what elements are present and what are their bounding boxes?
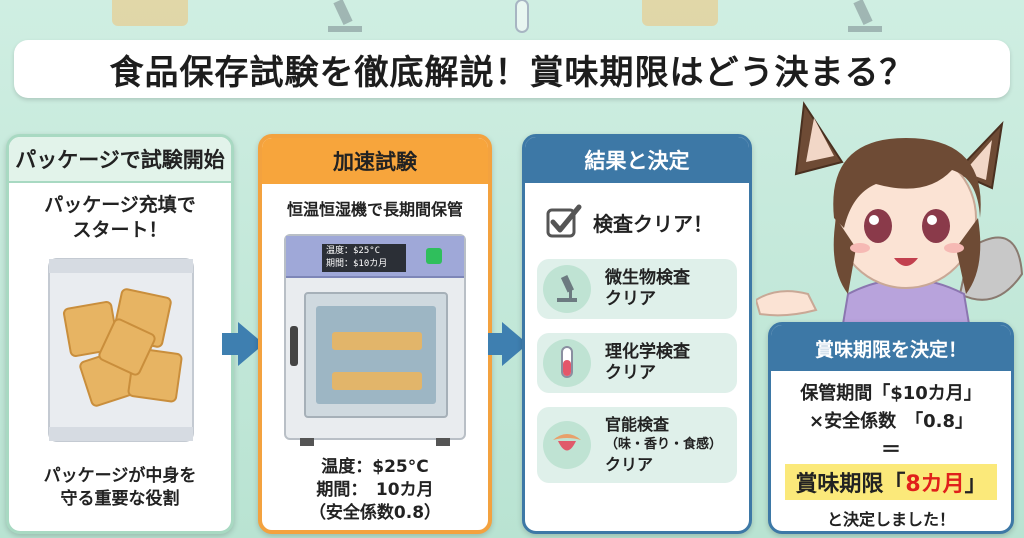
- incubator-display: 温度：$25°C 期間：$10カ月: [322, 244, 406, 272]
- microscope-icon: [543, 265, 591, 313]
- package-foot-line2: 守る重要な役割: [60, 489, 180, 509]
- info-temperature: 温度：$25°C: [321, 457, 429, 477]
- sensory-test-line2: （味・香り・食感）: [605, 437, 723, 452]
- decision-equals: ＝: [881, 437, 901, 461]
- package-panel-header: パッケージで試験開始: [9, 137, 231, 183]
- result-suffix: 」: [964, 472, 987, 497]
- test-tube-icon: [543, 339, 591, 387]
- decision-line2: ×安全係数 「0.8」: [809, 411, 973, 432]
- package-lead-line1: パッケージ充填で: [44, 194, 196, 216]
- chemistry-test-label: 理化学検査 クリア: [605, 342, 690, 384]
- check-label: 検査クリア！: [593, 211, 713, 236]
- package-lead: パッケージ充填で スタート！: [9, 193, 231, 243]
- package-foot: パッケージが中身を 守る重要な役割: [9, 465, 231, 511]
- info-period: 期間： 10カ月: [316, 480, 434, 500]
- result-value: 8カ月: [905, 472, 965, 497]
- microbe-test-item: 微生物検査 クリア: [537, 259, 737, 319]
- decision-result-highlight: 賞味期限「8カ月」: [785, 464, 997, 500]
- sensory-test-line1: 官能検査: [605, 415, 670, 434]
- page-title: 食品保存試験を徹底解説！賞味期限はどう決まる？: [109, 52, 915, 93]
- package-lead-line2: スタート！: [72, 219, 168, 241]
- title-bar: 食品保存試験を徹底解説！賞味期限はどう決まる？: [14, 40, 1010, 98]
- decision-line1: 保管期間「$10カ月」: [800, 383, 982, 404]
- microbe-test-line1: 微生物検査: [605, 268, 690, 288]
- result-panel: 結果と決定 検査クリア！ 微生物検査 クリア 理化学検査 クリア 官能検査: [522, 134, 752, 534]
- checkbox-icon: [546, 204, 582, 238]
- incubator-icon: 温度：$25°C 期間：$10カ月: [284, 234, 466, 446]
- cracker-deco-icon: [112, 0, 188, 26]
- accelerated-test-lead: 恒温恒湿機で長期間保管: [286, 200, 463, 219]
- decision-header: 賞味期限を決定！: [771, 325, 1011, 371]
- result-panel-header: 結果と決定: [525, 137, 749, 183]
- incubator-display-line1: 温度：$25°C: [326, 246, 381, 256]
- decision-panel: 賞味期限を決定！ 保管期間「$10カ月」 ×安全係数 「0.8」 ＝ 賞味期限「…: [768, 322, 1014, 534]
- chemistry-test-line2: クリア: [605, 363, 656, 383]
- package-panel: パッケージで試験開始 パッケージ充填で スタート！ パッケージが中身を 守る重要…: [6, 134, 234, 534]
- accelerated-test-panel: 加速試験 恒温恒湿機で長期間保管 温度：$25°C 期間：$10カ月 温度：$2…: [258, 134, 492, 534]
- test-tube-deco-icon: [515, 0, 529, 33]
- accelerated-test-info: 温度：$25°C 期間： 10カ月 （安全係数0.8）: [262, 456, 488, 525]
- sensory-test-line3: クリア: [605, 455, 654, 474]
- microbe-test-line2: クリア: [605, 289, 656, 309]
- result-prefix: 賞味期限「: [795, 472, 906, 497]
- chemistry-test-item: 理化学検査 クリア: [537, 333, 737, 393]
- incubator-display-line2: 期間：$10カ月: [326, 259, 388, 269]
- decision-closing: と決定しました！: [826, 510, 955, 529]
- tongue-icon: [543, 421, 591, 469]
- sensory-test-item: 官能検査 （味・香り・食感） クリア: [537, 407, 737, 483]
- cracker-package-icon: [48, 258, 194, 442]
- accelerated-test-header: 加速試験: [262, 138, 488, 184]
- decision-result: 賞味期限「8カ月」: [771, 464, 1011, 500]
- package-foot-line1: パッケージが中身を: [43, 466, 197, 486]
- fox-girl-mascot: [756, 101, 1024, 330]
- chemistry-test-line1: 理化学検査: [605, 342, 690, 362]
- microscope-deco-icon: [328, 0, 362, 32]
- microscope-deco-icon-2: [848, 0, 882, 32]
- cracker-deco-icon-2: [642, 0, 718, 26]
- sensory-test-label: 官能検査 （味・香り・食感） クリア: [605, 415, 722, 475]
- microbe-test-label: 微生物検査 クリア: [605, 268, 690, 310]
- check-row: 検査クリア！: [545, 203, 713, 241]
- info-safety-factor: （安全係数0.8）: [308, 503, 442, 523]
